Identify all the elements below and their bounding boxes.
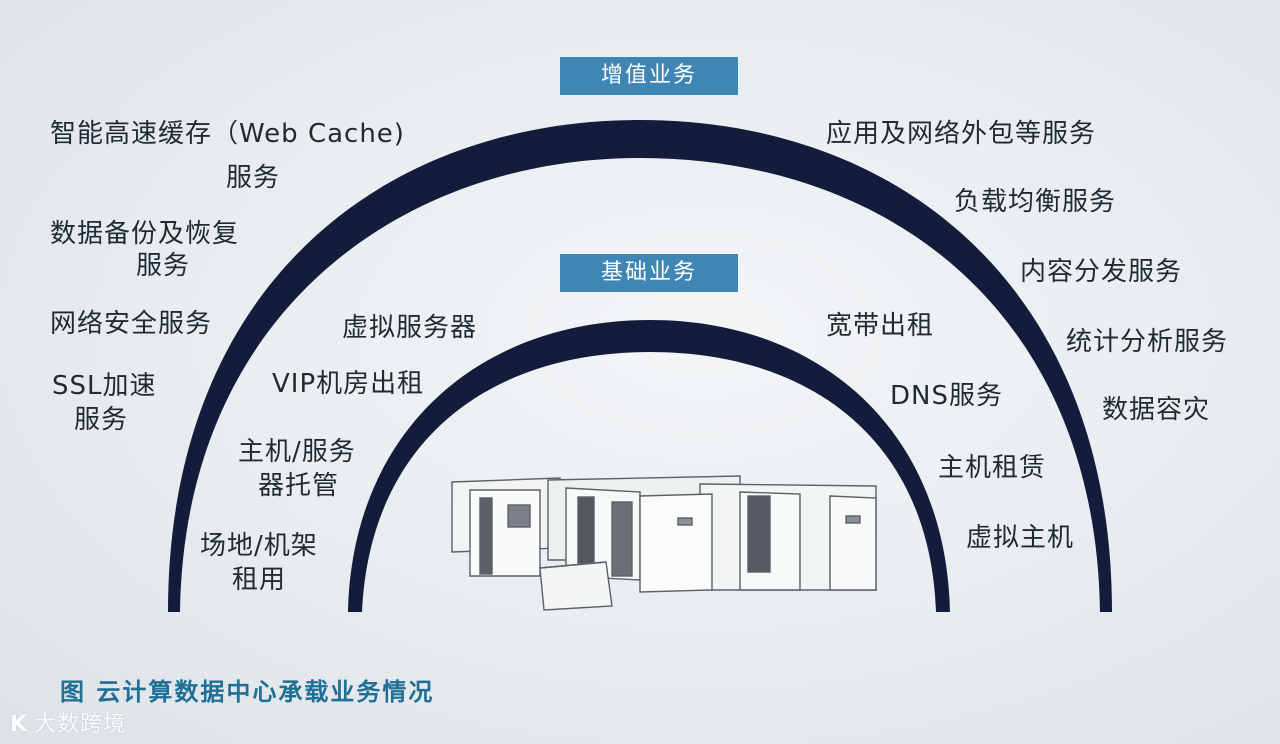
cabinet-front-2-door	[577, 496, 595, 564]
cabinet-front-3	[639, 493, 713, 593]
cabinet-front-4-door	[747, 495, 771, 573]
cabinet-low-box	[539, 561, 613, 611]
label-bandwidth: 宽带出租	[826, 311, 935, 341]
label-outsourcing: 应用及网络外包等服务	[826, 119, 1097, 149]
label-hosting: 主机/服务	[238, 437, 356, 467]
label-backup-line2: 服务	[136, 251, 191, 281]
tag-basic: 基础业务	[560, 254, 738, 292]
label-content-distribution: 内容分发服务	[1020, 257, 1183, 287]
cabinet-front-5-vent	[845, 515, 861, 524]
label-disaster-recovery: 数据容灾	[1102, 395, 1211, 425]
cabinet-front-3-vent	[677, 517, 693, 526]
label-dns: DNS服务	[890, 381, 1003, 411]
data-center-illustration	[451, 475, 877, 611]
label-virtual-host: 虚拟主机	[966, 523, 1075, 553]
cabinet-front-5	[829, 495, 877, 591]
cabinet-front-2-door-b	[611, 501, 633, 577]
cabinet-low-box-edge	[539, 561, 607, 569]
label-web-cache: 智能高速缓存（Web Cache)	[50, 119, 405, 149]
label-virtual-server: 虚拟服务器	[342, 313, 478, 343]
label-ssl-line2: 服务	[74, 405, 129, 435]
label-rack-rental: 场地/机架	[200, 531, 318, 561]
figure-caption: 图 云计算数据中心承载业务情况	[60, 678, 435, 706]
cabinet-front-1-door	[479, 497, 493, 575]
cabinet-front-1-panel	[507, 504, 531, 528]
label-rack-rental-line2: 租用	[232, 565, 287, 595]
label-web-cache-line2: 服务	[226, 163, 281, 193]
label-host-rental: 主机租赁	[938, 453, 1047, 483]
label-network-security: 网络安全服务	[50, 309, 213, 339]
watermark-text: 大数跨境	[34, 712, 127, 737]
label-backup: 数据备份及恢复	[50, 219, 240, 249]
watermark-logo-icon: K	[10, 712, 29, 737]
label-ssl: SSL加速	[52, 371, 157, 401]
tag-value-added: 增值业务	[560, 57, 738, 95]
label-vip-room: VIP机房出租	[272, 369, 425, 399]
label-load-balancing: 负载均衡服务	[954, 187, 1117, 217]
label-statistics: 统计分析服务	[1066, 327, 1229, 357]
label-hosting-line2: 器托管	[258, 471, 340, 501]
